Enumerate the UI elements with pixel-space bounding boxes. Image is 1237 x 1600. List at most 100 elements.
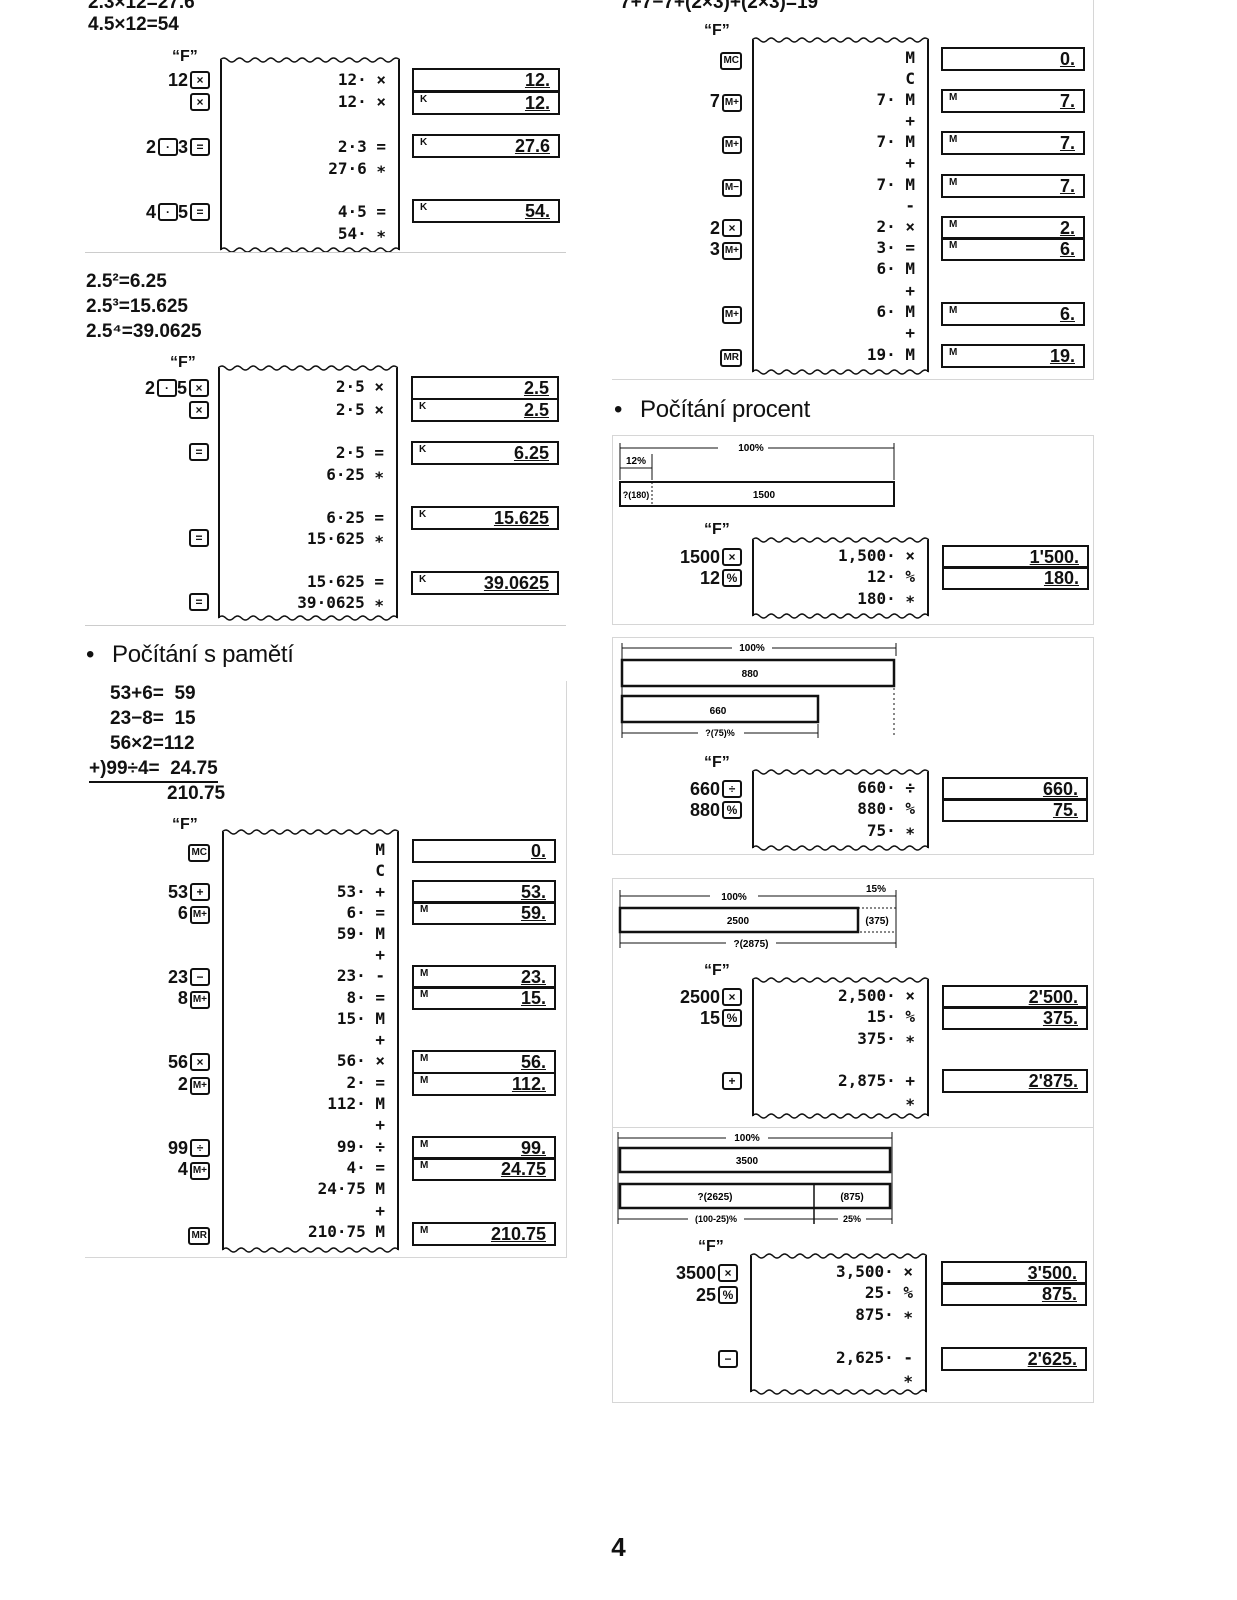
equation-line: 56×2=112 (110, 733, 195, 754)
calculator-display: M 112. (412, 1072, 556, 1096)
percent-diagram: 100% 3500 ?(2625) (875) (100-25)% 25% (617, 1132, 893, 1225)
key-sequence: × (187, 399, 209, 421)
display-value: 6. (1059, 239, 1075, 259)
key-number: 2 (144, 378, 155, 398)
key-sequence: 2× (710, 217, 742, 239)
key-number: 3 (709, 239, 720, 259)
equals-key-icon: = (189, 443, 209, 461)
calculator-display: 0. (412, 839, 556, 863)
tape-line: 210·75 M (307, 1222, 385, 1241)
diagram-label: 100% (721, 892, 747, 903)
section-heading: •Počítání procent (614, 396, 810, 424)
display-indicator: M (420, 1160, 429, 1171)
display-value: 24.75 (500, 1159, 546, 1179)
mode-f-label: “F” (704, 22, 730, 39)
key-number: 2500 (679, 987, 720, 1007)
mode-f-label: “F” (698, 1238, 724, 1255)
tape-line: C (905, 69, 915, 88)
calculator-display: 1'500. (942, 545, 1089, 569)
key-number: 12 (699, 568, 720, 588)
display-value: 6.25 (513, 443, 549, 463)
calculator-display: 875. (941, 1282, 1087, 1306)
printer-tape: 3,500· × 25· % 875· ∗ 2,625· - ∗ (750, 1253, 927, 1395)
diagram-label: 15% (866, 884, 886, 895)
key-sequence: 56× (168, 1051, 210, 1073)
key-sequence: 2·5× (145, 377, 209, 399)
display-indicator: K (419, 401, 427, 412)
memory-recall-key-icon: MR (720, 349, 742, 367)
key-number: 3 (177, 137, 188, 157)
tape-edge-icon (752, 1113, 929, 1119)
printer-tape: 2·5 × 2·5 × 2·5 = 6·25 ∗ 6·25 = 15·625 ∗… (218, 365, 398, 621)
key-sequence: MC (718, 48, 742, 70)
memory-plus-key-icon: M+ (189, 991, 210, 1009)
display-value: 15.625 (493, 508, 549, 528)
display-value: 7. (1059, 91, 1075, 111)
section-heading-text: Počítání s pamětí (112, 641, 294, 668)
tape-edge-icon (218, 615, 398, 621)
tape-edge-icon (222, 829, 399, 835)
key-sequence: 4·5= (146, 201, 210, 223)
display-indicator: M (420, 989, 429, 1000)
display-value: 660. (1042, 779, 1078, 799)
key-number: 2 (145, 137, 156, 157)
tape-line: 4· = (346, 1158, 385, 1177)
equation-result: 210.75 (167, 783, 226, 804)
display-indicator: K (420, 94, 428, 105)
section-heading: •Počítání s pamětí (86, 641, 294, 669)
display-value: 75. (1052, 800, 1078, 820)
display-value: 59. (520, 903, 546, 923)
tape-edge-icon (750, 1253, 927, 1259)
diagram-label: 3500 (736, 1156, 759, 1167)
display-value: 12. (524, 93, 550, 113)
tape-edge-icon (752, 845, 929, 851)
percent-key-icon: % (722, 1009, 742, 1027)
equation-line: 2.5⁴=39.0625 (86, 321, 202, 342)
diagram-label: 100% (734, 1133, 760, 1144)
equals-key-icon: = (189, 529, 209, 547)
display-value: 2.5 (523, 400, 549, 420)
diagram-label: 2500 (727, 916, 750, 927)
display-value: 3'500. (1027, 1263, 1077, 1283)
calculator-display: 12. (412, 68, 560, 92)
tape-line: 12· × (337, 70, 386, 89)
display-value: 56. (520, 1052, 546, 1072)
key-sequence: M− (720, 175, 742, 197)
tape-line: 15·625 ∗ (306, 529, 384, 548)
display-indicator: K (419, 574, 427, 585)
tape-line: + (375, 1201, 385, 1220)
display-value: 53. (520, 882, 546, 902)
key-sequence: = (187, 441, 209, 463)
display-value: 7. (1059, 133, 1075, 153)
mode-f-label: “F” (704, 521, 730, 538)
tape-edge-icon (222, 1247, 399, 1253)
display-value: 15. (520, 988, 546, 1008)
display-value: 2. (1059, 218, 1075, 238)
tape-line: + (905, 281, 915, 300)
display-value: 0. (1059, 49, 1075, 69)
equation-line: 2.5²=6.25 (86, 271, 167, 292)
tape-line: 12· × (337, 92, 386, 111)
display-value: 0. (530, 841, 546, 861)
decimal-key-icon: · (156, 379, 177, 397)
percent-key-icon: % (722, 569, 742, 587)
display-value: 112. (511, 1074, 546, 1094)
calculator-display: 2'500. (942, 985, 1088, 1009)
tape-line: 375· ∗ (857, 1029, 915, 1048)
calculator-display: 75. (942, 798, 1088, 822)
display-indicator: M (420, 1075, 429, 1086)
display-indicator: M (949, 92, 958, 103)
display-value: 180. (1043, 568, 1079, 588)
multiply-key-icon: × (190, 1053, 210, 1071)
tape-line: + (375, 945, 385, 964)
key-number: 2 (709, 218, 720, 238)
key-number: 53 (167, 882, 188, 902)
percent-key-icon: % (718, 1286, 738, 1304)
equation-line: +)99÷4= 24.75 (89, 757, 218, 783)
tape-line: 6·25 = (326, 508, 384, 527)
